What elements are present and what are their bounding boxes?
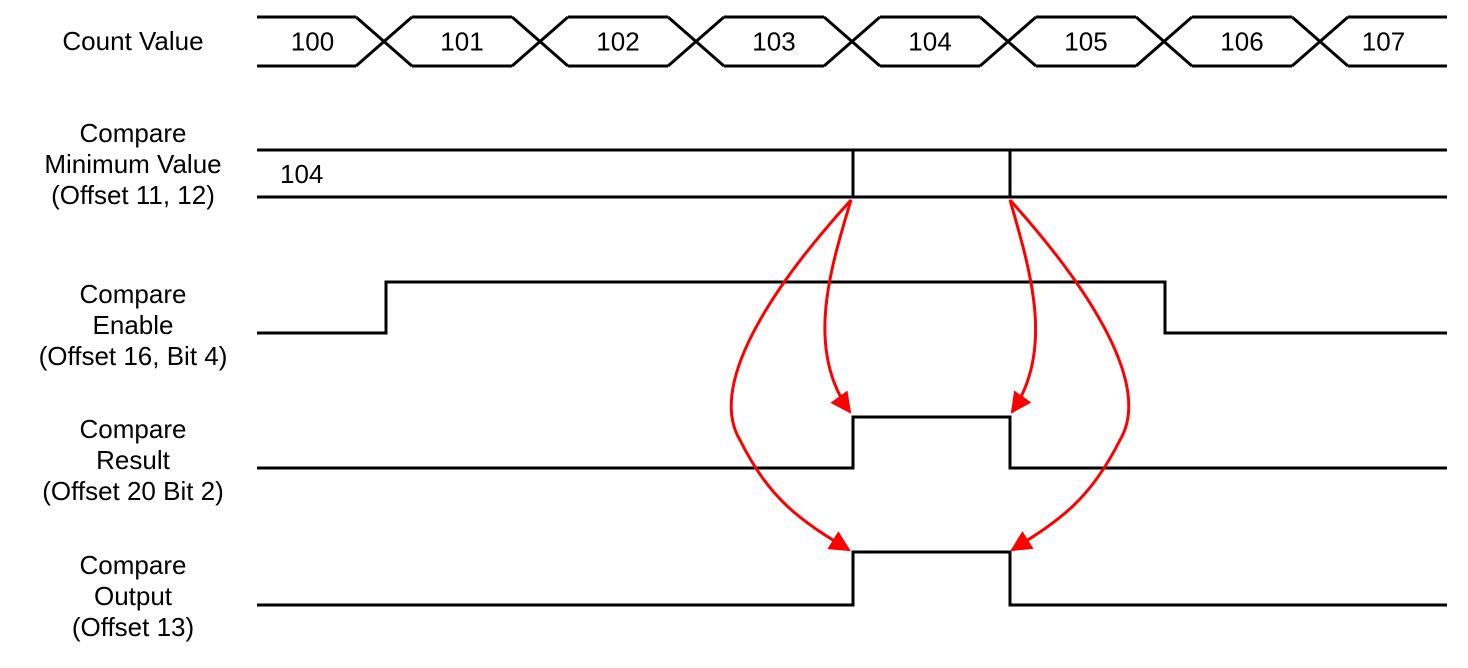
label-count-value: Count Value bbox=[8, 26, 258, 57]
compare-min-value-waveform bbox=[257, 148, 1447, 199]
count-value-102: 102 bbox=[596, 27, 639, 57]
count-value-107: 107 bbox=[1362, 27, 1405, 57]
label-line: Compare bbox=[79, 118, 187, 148]
count-value-105: 105 bbox=[1064, 27, 1107, 57]
bus-outline bbox=[257, 15, 1447, 68]
compare-enable-waveform bbox=[257, 280, 1447, 335]
label-line: (Offset 13) bbox=[71, 612, 195, 642]
count-value-101: 101 bbox=[440, 27, 483, 57]
label-compare-enable: Compare Enable (Offset 16, Bit 4) bbox=[8, 279, 258, 372]
label-line: Enable bbox=[92, 310, 174, 340]
label-line: Output bbox=[93, 581, 173, 611]
count-value-labels: 100 101 102 103 104 105 106 107 bbox=[291, 27, 1405, 57]
arrow-min-to-output-fall bbox=[1008, 198, 1131, 552]
label-line: Count Value bbox=[62, 26, 204, 56]
compare-output-waveform bbox=[257, 550, 1447, 607]
label-line: (Offset 11, 12) bbox=[51, 180, 215, 210]
count-value-104: 104 bbox=[908, 27, 951, 57]
arrow-min-to-output-rise bbox=[729, 198, 853, 552]
label-line: Compare bbox=[79, 414, 187, 444]
count-value-100: 100 bbox=[291, 27, 334, 57]
label-line: (Offset 20 Bit 2) bbox=[42, 476, 224, 506]
compare-result-waveform bbox=[257, 415, 1447, 470]
label-line: Result bbox=[96, 445, 170, 475]
min-value-text: 104 bbox=[280, 159, 323, 189]
count-value-103: 103 bbox=[752, 27, 795, 57]
label-line: Minimum Value bbox=[44, 149, 222, 179]
label-compare-min-value: Compare Minimum Value (Offset 11, 12) bbox=[8, 118, 258, 211]
arrow-min-to-result-rise bbox=[823, 199, 853, 414]
count-value-bus bbox=[257, 15, 1447, 68]
label-compare-result: Compare Result (Offset 20 Bit 2) bbox=[8, 414, 258, 507]
label-line: Compare bbox=[79, 550, 187, 580]
label-compare-output: Compare Output (Offset 13) bbox=[8, 550, 258, 643]
arrow-min-to-result-fall bbox=[1008, 199, 1038, 414]
label-line: Compare bbox=[79, 279, 187, 309]
count-value-106: 106 bbox=[1220, 27, 1263, 57]
label-line: (Offset 16, Bit 4) bbox=[38, 341, 228, 371]
